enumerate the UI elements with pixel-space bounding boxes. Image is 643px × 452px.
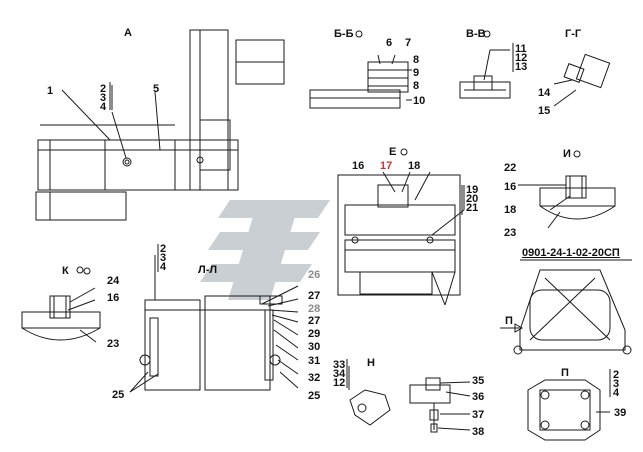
callout-31: 31 — [308, 355, 321, 367]
callout-8a: 8 — [413, 54, 420, 66]
callout-4: 4 — [100, 101, 107, 113]
callout-12-n: 12 — [333, 377, 346, 389]
view-vv — [459, 30, 511, 99]
callout-19: 19 — [466, 184, 479, 196]
view-title-e: Е — [389, 146, 397, 158]
callout-37: 37 — [472, 409, 485, 421]
view-title-vv: В-В — [466, 28, 486, 40]
callout-39: 39 — [614, 407, 627, 419]
view-title-p: П — [561, 367, 569, 379]
callout-23-i: 23 — [504, 227, 517, 239]
view-title-gg: Г-Г — [565, 28, 582, 40]
callout-20: 20 — [466, 193, 479, 205]
callout-14: 14 — [538, 87, 551, 99]
view-p-frame — [500, 269, 632, 355]
callout-32: 32 — [308, 372, 321, 384]
callout-10: 10 — [413, 95, 426, 107]
callout-27-b: 27 — [308, 315, 321, 327]
callout-25-b: 25 — [308, 390, 321, 402]
callout-3-p: 3 — [613, 378, 620, 390]
view-ll — [129, 255, 299, 393]
view-c — [409, 377, 471, 433]
callout-2-p: 2 — [613, 369, 620, 381]
callout-6: 6 — [386, 37, 393, 49]
callout-16-e: 16 — [352, 160, 365, 172]
callout-15: 15 — [538, 105, 551, 117]
callout-27-a: 27 — [308, 290, 321, 302]
callout-5: 5 — [153, 83, 160, 95]
callout-2: 2 — [100, 83, 107, 95]
callout-28: 28 — [308, 303, 321, 315]
callout-22: 22 — [504, 162, 517, 174]
view-title-bb: Б-Б — [334, 28, 354, 40]
callout-1: 1 — [47, 85, 54, 97]
view-title-i: И — [563, 148, 571, 160]
callout-26: 26 — [308, 269, 321, 281]
document-code: 0901-24-1-02-20СП — [522, 247, 620, 259]
callout-3-k: 3 — [160, 252, 167, 264]
view-p-plate — [527, 379, 610, 441]
callout-7: 7 — [405, 37, 412, 49]
view-title-a: А — [124, 27, 132, 39]
callout-30: 30 — [308, 341, 321, 353]
callout-29: 29 — [308, 328, 321, 340]
view-title-ll: Л-Л — [198, 264, 218, 276]
view-title-n: Н — [367, 357, 375, 369]
watermark-logo — [200, 200, 330, 300]
callout-36: 36 — [472, 391, 485, 403]
callout-23-k: 23 — [107, 338, 120, 350]
callout-25-a: 25 — [112, 389, 125, 401]
callout-4-p: 4 — [613, 387, 620, 399]
callout-35: 35 — [472, 375, 485, 387]
callout-24: 24 — [107, 275, 120, 287]
callout-4-k: 4 — [160, 261, 167, 273]
view-bb — [309, 30, 412, 109]
callout-3: 3 — [100, 92, 107, 104]
view-arrows — [83, 267, 91, 275]
callout-12: 12 — [515, 52, 528, 64]
callout-16-i: 16 — [504, 181, 517, 193]
view-arrow-label-p: П — [505, 315, 513, 327]
callout-18-e: 18 — [408, 160, 421, 172]
view-k — [21, 266, 101, 343]
callout-33: 33 — [333, 359, 346, 371]
view-e — [337, 148, 465, 306]
callout-13: 13 — [515, 61, 528, 73]
callout-17: 17 — [380, 160, 393, 172]
callout-21: 21 — [466, 202, 479, 214]
callout-38: 38 — [472, 426, 485, 438]
view-title-k: К — [62, 265, 69, 277]
callout-9: 9 — [413, 67, 420, 79]
callout-11: 11 — [515, 43, 527, 55]
view-i — [518, 150, 616, 229]
callout-2-k: 2 — [160, 243, 167, 255]
callout-16-k: 16 — [107, 292, 120, 304]
callout-8b: 8 — [413, 80, 420, 92]
callout-34: 34 — [333, 368, 346, 380]
callout-bars — [109, 43, 611, 397]
view-n — [348, 366, 391, 426]
callout-18-i: 18 — [504, 204, 517, 216]
view-gg — [553, 53, 611, 107]
view-a-frame — [35, 29, 285, 221]
